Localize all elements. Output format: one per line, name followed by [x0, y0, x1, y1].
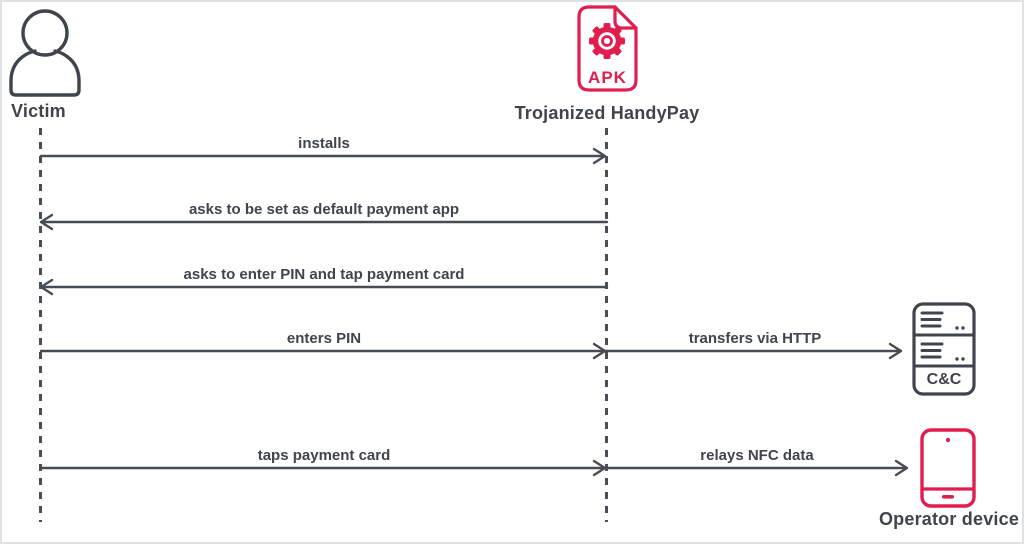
arrow-right-icon	[605, 459, 909, 477]
operator-phone-icon	[920, 428, 976, 508]
arrow-left-icon	[39, 278, 609, 296]
victim-person-icon	[9, 9, 81, 97]
victim-label: Victim	[11, 101, 66, 121]
victim-lifeline	[39, 128, 42, 522]
apk-lifeline	[605, 128, 608, 522]
cc-server-icon: C&C	[912, 302, 976, 396]
message-label-transfers-http: transfers via HTTP	[688, 330, 822, 347]
message-label-taps-card: taps payment card	[257, 447, 391, 464]
apk-label: Trojanized HandyPay	[514, 103, 700, 123]
operator-label: Operator device	[878, 509, 1020, 529]
arrow-right-icon	[605, 342, 903, 360]
message-label-default-payment: asks to be set as default payment app	[188, 201, 460, 218]
apk-file-outline-icon	[577, 5, 638, 92]
message-label-installs: installs	[298, 135, 350, 152]
message-label-enter-pin-tap: asks to enter PIN and tap payment card	[183, 266, 465, 283]
apk-icon-text: APK	[588, 68, 627, 87]
arrow-right-icon	[39, 147, 607, 165]
message-label-enters-pin: enters PIN	[286, 330, 362, 347]
message-label-relays-nfc: relays NFC data	[700, 447, 814, 464]
arrow-left-icon	[39, 213, 609, 231]
apk-file-icon: APK	[574, 3, 641, 93]
server-rack-icon	[912, 302, 976, 396]
gear-icon	[589, 23, 625, 59]
cc-label: C&C	[926, 371, 962, 388]
arrow-right-icon	[39, 342, 609, 360]
arrow-right-icon	[39, 459, 609, 477]
